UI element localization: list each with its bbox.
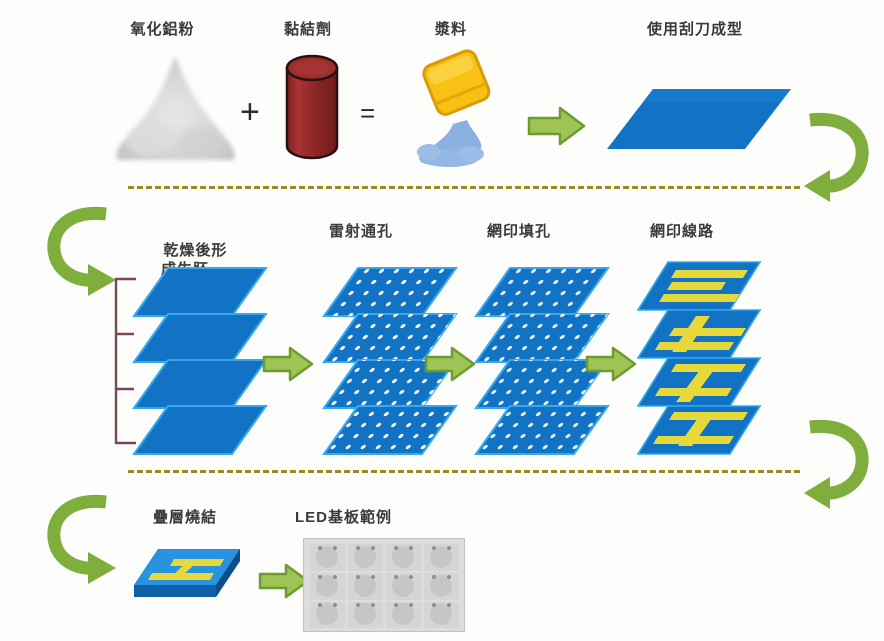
arrow-sheet-to-laser-via xyxy=(262,345,314,383)
binder-cylinder xyxy=(283,52,341,162)
divider-row2 xyxy=(128,470,800,473)
via-fill-sheet-stack xyxy=(472,266,612,456)
label-laser-via: 雷射通孔 xyxy=(328,223,393,240)
label-led-substrate-example: LED基板範例 xyxy=(295,509,393,526)
laser-via-sheet-stack xyxy=(320,266,460,456)
equals-operator: = xyxy=(360,98,376,128)
curved-arrow-row2-to-row3 xyxy=(800,415,872,509)
label-via-fill-print: 網印填孔 xyxy=(486,223,551,240)
curved-arrow-into-row3 xyxy=(44,488,120,584)
arrow-via-fill-to-circuit xyxy=(585,345,637,383)
slurry-bucket xyxy=(405,48,510,168)
formed-green-sheet xyxy=(605,85,795,155)
arrow-laser-via-to-via-fill xyxy=(424,345,476,383)
led-substrate-panel xyxy=(303,538,465,632)
label-binder: 黏結劑 xyxy=(283,21,332,38)
label-doctor-blade-forming: 使用刮刀成型 xyxy=(646,21,743,38)
curved-arrow-row1-to-row2 xyxy=(800,108,872,202)
green-sheet-stack xyxy=(130,266,270,456)
label-circuit-print: 網印線路 xyxy=(649,223,714,240)
label-alumina-powder: 氧化鋁粉 xyxy=(130,21,195,38)
arrow-sinter-to-led-panel xyxy=(258,562,310,600)
label-lamination-sintering: 疊層燒結 xyxy=(152,509,217,526)
plus-operator: + xyxy=(240,93,260,131)
label-slurry: 漿料 xyxy=(434,21,467,38)
divider-row1 xyxy=(128,186,800,189)
alumina-powder-pile xyxy=(110,52,240,167)
curved-arrow-into-row2 xyxy=(44,200,120,296)
stack-bracket xyxy=(110,276,140,451)
sintered-laminate-block xyxy=(128,545,248,621)
circuit-printed-sheet-stack xyxy=(630,260,770,460)
arrow-slurry-to-forming xyxy=(527,105,587,147)
